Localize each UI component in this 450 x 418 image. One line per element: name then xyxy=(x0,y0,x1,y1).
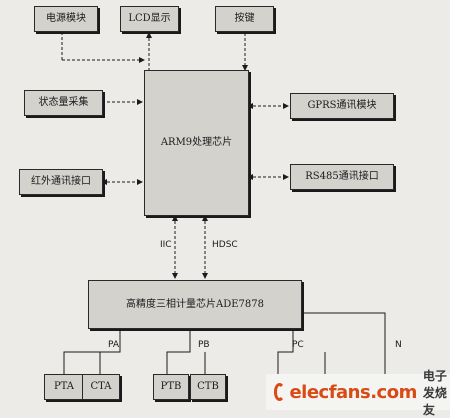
iic-label: IIC xyxy=(158,240,174,251)
ptb-block: PTB xyxy=(153,374,189,400)
arm9-processor-block: ARM9处理芯片 xyxy=(144,70,249,216)
rs485-interface-block: RS485通讯接口 xyxy=(290,164,394,190)
lcd-display-block: LCD显示 xyxy=(120,6,179,32)
ctb-block: CTB xyxy=(190,374,226,400)
pb-label: PB xyxy=(198,340,210,350)
pc-link xyxy=(277,329,294,374)
watermark-main-text: elecfans.com xyxy=(289,381,417,403)
pta-block: PTA xyxy=(44,374,84,400)
infrared-interface-block: 红外通讯接口 xyxy=(19,169,103,195)
n-label: N xyxy=(395,340,402,350)
cta-block: CTA xyxy=(82,374,120,400)
pa-label: PA xyxy=(108,340,120,350)
gprs-module-block: GPRS通讯模块 xyxy=(290,93,394,119)
keys-block: 按键 xyxy=(215,6,274,32)
elecfans-logo-icon xyxy=(274,383,286,401)
pc-label: PC xyxy=(292,340,304,350)
pa-link xyxy=(63,329,121,374)
status-acquisition-block: 状态量采集 xyxy=(24,90,103,116)
pb-link xyxy=(166,329,191,374)
ade7878-metering-chip-block: 高精度三相计量芯片ADE7878 xyxy=(88,280,302,329)
n-link xyxy=(300,312,386,374)
hdsc-label: HDSC xyxy=(210,240,240,251)
power-module-block: 电源模块 xyxy=(34,6,98,32)
elecfans-watermark: elecfans.com 电子发烧友 xyxy=(266,369,450,417)
